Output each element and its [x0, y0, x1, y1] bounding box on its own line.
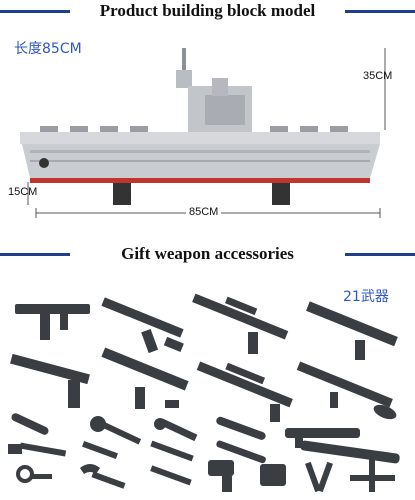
weapon-shotgun-icon	[306, 301, 398, 360]
header-product-title: Product building block model	[93, 0, 322, 22]
tool-wrench-icon	[90, 416, 142, 445]
tool-radio-icon	[260, 464, 286, 486]
tool-hammer-icon	[8, 442, 67, 457]
tool-open-wrench-icon	[80, 464, 126, 489]
header-bar-right	[345, 10, 415, 13]
weapon-assault-rifle-icon	[101, 347, 189, 409]
tool-key-ring-icon	[16, 465, 52, 483]
tool-knife2-icon	[216, 416, 266, 440]
tool-pipe-icon	[150, 440, 194, 462]
weapon-launcher-icon	[300, 440, 400, 464]
tool-tripod-icon	[305, 461, 333, 492]
tool-stick-icon	[82, 441, 118, 459]
weapon-ak-rifle-icon	[101, 297, 184, 354]
header2-bar-left	[0, 253, 70, 256]
weapon-sniper-rifle-icon	[192, 293, 289, 354]
tool-drill-icon	[208, 460, 234, 492]
weapon-pump-shotgun-icon	[10, 353, 90, 408]
dim-height-label: 35CM	[363, 70, 393, 82]
dim-stand-label: 15CM	[8, 186, 38, 198]
weapon-bazooka-icon	[285, 428, 360, 448]
tool-knife3-icon	[216, 440, 266, 464]
header-accessories: Gift weapon accessories	[0, 243, 415, 265]
length-tag: 长度85CM	[14, 41, 82, 57]
aircraft-carrier-illustration	[20, 48, 386, 218]
tool-lug-wrench-icon	[350, 456, 395, 492]
tool-knife-icon	[11, 413, 49, 435]
weapon-accessories	[8, 293, 400, 492]
header-accessories-title: Gift weapon accessories	[115, 243, 300, 265]
dim-length-label: 85CM	[186, 206, 222, 218]
tool-pliers-icon	[150, 465, 192, 486]
header-bar-left	[0, 10, 70, 13]
weapon-rpg-icon	[296, 361, 397, 420]
weapon-scoped-rifle-icon	[196, 361, 293, 422]
tool-spanner-icon	[154, 418, 198, 442]
weapons-count-tag: 21武器	[343, 289, 389, 305]
header2-bar-right	[345, 253, 415, 256]
header-product: Product building block model	[0, 0, 415, 22]
weapon-smg-icon	[15, 304, 90, 340]
